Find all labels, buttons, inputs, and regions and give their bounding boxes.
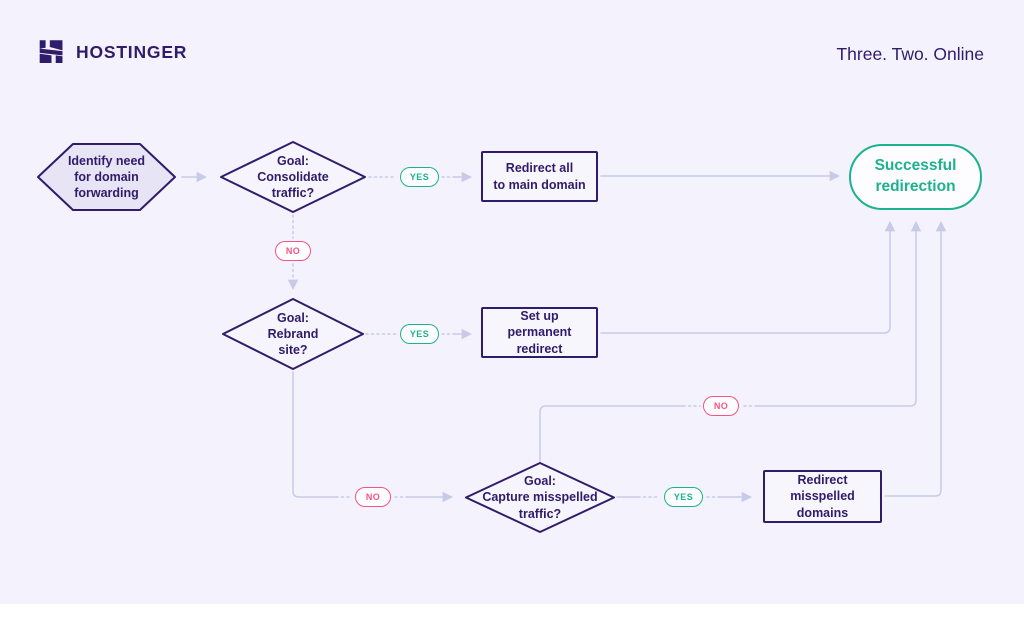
diamond-shape bbox=[220, 141, 366, 213]
tagline: Three. Two. Online bbox=[836, 44, 984, 64]
decision-capture-misspelled: Goal: Capture misspelled traffic? bbox=[465, 462, 615, 533]
yes-badge-misspelled: YES bbox=[664, 487, 703, 507]
brand-name: HOSTINGER bbox=[76, 41, 188, 62]
no-badge-rebrand: NO bbox=[355, 487, 391, 507]
decision-rebrand-site: Goal: Rebrand site? bbox=[222, 298, 364, 370]
diamond-shape bbox=[465, 462, 615, 533]
brand: HOSTINGER bbox=[38, 38, 187, 66]
process-permanent-redirect-label: Set up permanent redirect bbox=[507, 309, 572, 356]
header: HOSTINGER Three. Two. Online bbox=[0, 0, 1024, 100]
start-label: Identify need for domain forwarding bbox=[67, 153, 146, 201]
end-node-successful-redirection: Successful redirection bbox=[849, 144, 982, 210]
start-node: Identify need for domain forwarding bbox=[37, 143, 176, 211]
process-redirect-misspelled: Redirect misspelled domains bbox=[763, 470, 882, 523]
diamond-shape bbox=[222, 298, 364, 370]
hexagon-shape bbox=[37, 143, 176, 211]
no-badge-consolidate: NO bbox=[275, 241, 311, 261]
decision-misspelled-label: Goal: Capture misspelled traffic? bbox=[482, 474, 598, 521]
bottom-white-strip bbox=[0, 604, 1024, 617]
end-label: Successful redirection bbox=[874, 157, 957, 195]
yes-badge-consolidate: YES bbox=[400, 167, 439, 187]
no-badge-misspelled: NO bbox=[703, 396, 739, 416]
hostinger-logo-icon bbox=[39, 40, 63, 63]
decision-rebrand-label: Goal: Rebrand site? bbox=[267, 310, 319, 358]
process-redirect-misspelled-label: Redirect misspelled domains bbox=[790, 473, 855, 520]
process-redirect-main-label: Redirect all to main domain bbox=[493, 161, 586, 192]
decision-consolidate-label: Goal: Consolidate traffic? bbox=[257, 153, 329, 201]
process-redirect-main: Redirect all to main domain bbox=[481, 151, 598, 202]
decision-consolidate-traffic: Goal: Consolidate traffic? bbox=[220, 141, 366, 213]
process-permanent-redirect: Set up permanent redirect bbox=[481, 307, 598, 358]
yes-badge-rebrand: YES bbox=[400, 324, 439, 344]
